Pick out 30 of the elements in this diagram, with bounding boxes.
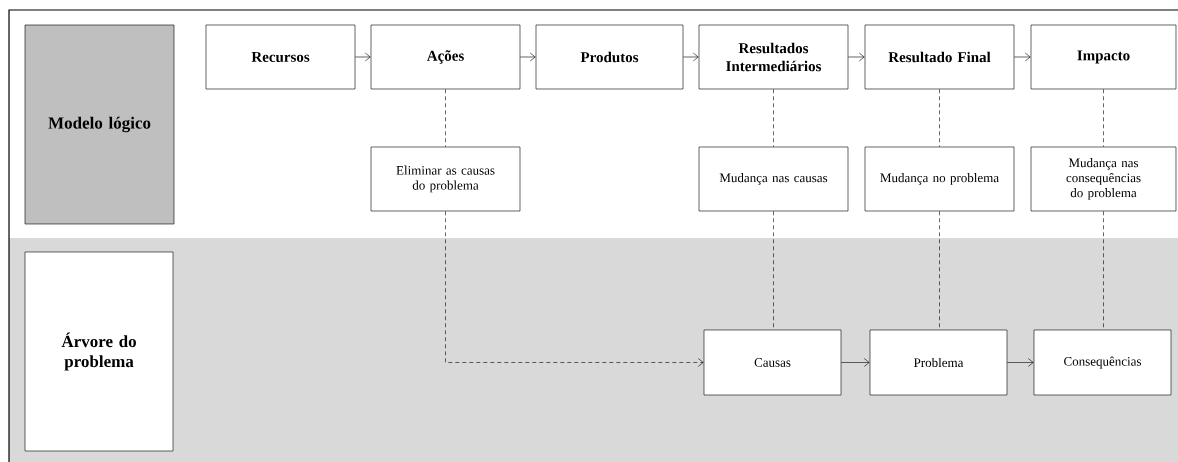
- stage-box: Produtos: [535, 24, 684, 90]
- stage-box: Resultados Intermediários: [698, 24, 849, 90]
- connector-line: [773, 211, 774, 330]
- arrow: [848, 52, 865, 62]
- stage-box: Impacto: [1030, 24, 1177, 90]
- text-box: Mudança nas causas: [698, 146, 849, 212]
- text-box: Consequências: [1033, 329, 1172, 396]
- arrow: [1014, 52, 1031, 62]
- connector-line: [939, 211, 940, 330]
- arrow: [520, 52, 536, 62]
- text-box: Mudança no problema: [864, 146, 1015, 212]
- arrow: [445, 211, 704, 367]
- arrow: [841, 358, 870, 367]
- connector-line: [1103, 89, 1104, 147]
- text-box: Eliminar as causas do problema: [370, 146, 521, 212]
- arrow: [683, 52, 699, 62]
- connector-line: [939, 89, 940, 147]
- arrow: [1007, 358, 1034, 367]
- connector-line: [1103, 211, 1104, 330]
- text-box: Problema: [869, 329, 1008, 396]
- text-box: Causas: [703, 329, 842, 396]
- connector-line: [773, 89, 774, 147]
- label-panel: Árvore do problema: [24, 251, 174, 452]
- text-box: Mudança nas consequências do problema: [1030, 146, 1177, 212]
- stage-box: Resultado Final: [864, 24, 1015, 90]
- stage-box: Recursos: [205, 24, 356, 90]
- label-panel: Modelo lógico: [24, 24, 175, 225]
- stage-box: Ações: [370, 24, 521, 90]
- arrow: [355, 52, 371, 62]
- connector-line: [445, 89, 446, 147]
